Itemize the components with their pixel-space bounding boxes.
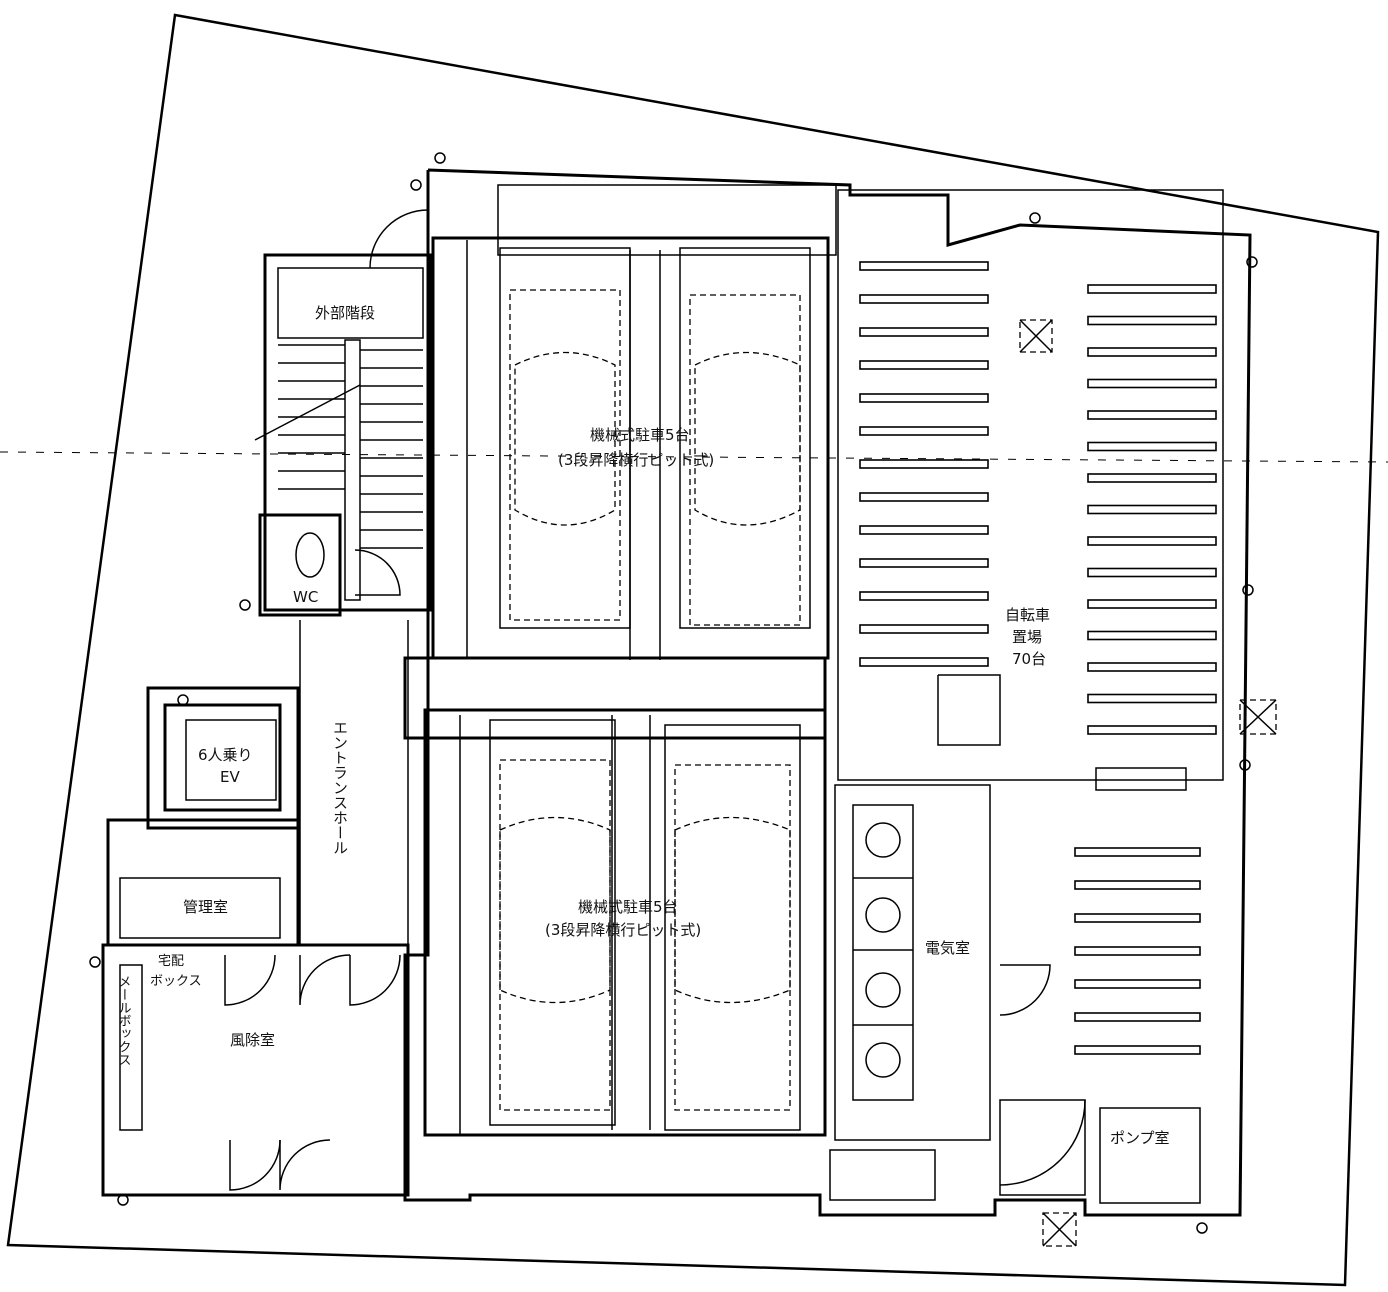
site-boundary [6, 13, 1380, 1287]
label-bicycle-3: 70台 [1012, 650, 1046, 668]
label-bicycle-1: 自転車 [1005, 606, 1050, 624]
management-block [106, 818, 300, 947]
label-management-room: 管理室 [183, 898, 228, 916]
bike-rack [859, 492, 989, 502]
center-line [0, 451, 1388, 463]
bike-rack [1074, 1045, 1201, 1055]
bike-rack [859, 459, 989, 469]
bike-rack [1087, 536, 1217, 546]
bike-rack [1087, 599, 1217, 609]
electric-room [829, 784, 1051, 1201]
label-entrance-hall: エントランスホール [331, 720, 349, 855]
bike-rack [859, 261, 989, 271]
bike-rack [1087, 347, 1217, 357]
bicycle-area [837, 189, 1224, 1055]
bike-rack [859, 657, 989, 667]
vent-marker [1239, 699, 1277, 735]
pump-door-swing [999, 1099, 1086, 1186]
bike-rack [859, 393, 989, 403]
bike-rack [1087, 662, 1217, 672]
bike-rack [859, 525, 989, 535]
bike-rack [1087, 693, 1217, 704]
bike-rack [1087, 567, 1217, 578]
bike-rack [1074, 979, 1201, 989]
bike-rack [1087, 378, 1217, 389]
bike-rack [1087, 315, 1217, 326]
label-parking-lower-2: (3段昇降横行ピット式) [545, 921, 701, 939]
label-parking-lower-1: 機械式駐車5台 [578, 898, 678, 916]
bike-rack [1087, 473, 1217, 483]
label-bicycle-2: 置場 [1012, 628, 1042, 646]
label-parking-upper-2: (3段昇降横行ピット式) [558, 451, 714, 469]
label-pump-room: ポンプ室 [1110, 1129, 1170, 1147]
label-delivery-box-2: ボックス [150, 974, 202, 989]
bike-rack [1087, 630, 1217, 641]
bike-rack [1087, 284, 1217, 294]
bike-rack [1074, 913, 1201, 923]
bike-rack [1087, 725, 1217, 735]
label-mail-box: メールボックス [116, 975, 131, 1066]
elevator-shaft [146, 686, 300, 830]
wc-outline [258, 513, 342, 617]
label-elevator-2: EV [220, 768, 240, 786]
label-exterior-stairs: 外部階段 [315, 304, 375, 322]
bike-rack [1074, 1012, 1201, 1022]
vent-marker [1042, 1212, 1077, 1247]
bike-rack [1087, 441, 1217, 452]
exterior-stairs [254, 209, 432, 612]
label-parking-upper-1: 機械式駐車5台 [590, 426, 690, 444]
bike-rack [1087, 504, 1217, 515]
bike-rack [859, 591, 989, 601]
bike-rack [859, 360, 989, 370]
service-room-outline [999, 1099, 1086, 1196]
pump-room-outline [1099, 1107, 1201, 1204]
label-elevator-1: 6人乗り [198, 746, 253, 764]
bike-rack [859, 624, 989, 634]
windbreak-block [101, 943, 410, 1197]
bike-rack [1074, 946, 1201, 956]
bike-rack [859, 294, 989, 304]
bike-rack [859, 558, 989, 568]
bike-rack [1087, 410, 1217, 420]
bike-rack [1074, 880, 1201, 890]
building-outline [403, 168, 1252, 1217]
label-wc: WC [293, 588, 318, 606]
label-delivery-box-1: 宅配 [158, 954, 184, 969]
bike-rack [859, 426, 989, 436]
label-windbreak-room: 風除室 [230, 1031, 275, 1049]
label-electric-room: 電気室 [925, 939, 970, 957]
bike-rack [859, 327, 989, 337]
parking-area [403, 184, 837, 1137]
bike-rack [1074, 847, 1201, 857]
